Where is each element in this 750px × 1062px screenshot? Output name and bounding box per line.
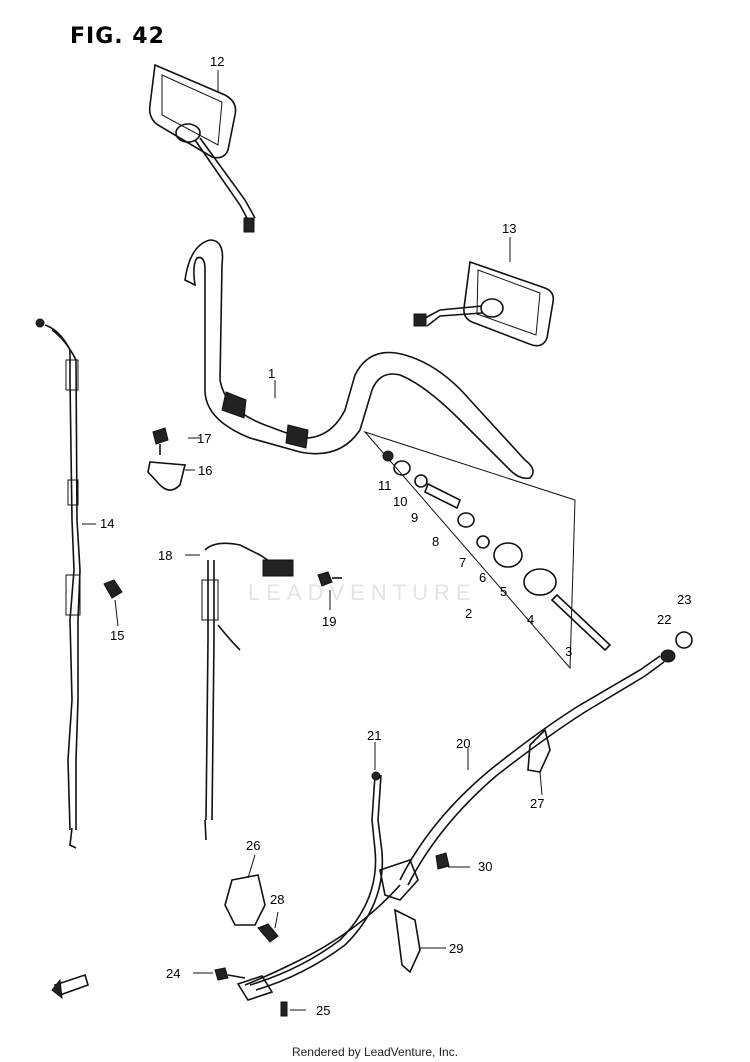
callout-11: 11 — [378, 478, 392, 493]
callout-20: 20 — [456, 736, 470, 751]
callout-16: 16 — [198, 463, 212, 478]
clutch-cable[interactable] — [399, 649, 676, 886]
callout-14: 14 — [100, 516, 114, 531]
callout-29: 29 — [449, 941, 463, 956]
figure-title: FIG. 42 — [70, 24, 165, 49]
bracket-27[interactable] — [527, 728, 551, 773]
callout-30: 30 — [478, 859, 492, 874]
callout-6: 6 — [479, 570, 486, 585]
bracket-26[interactable] — [224, 874, 266, 926]
callout-28: 28 — [270, 892, 284, 907]
callout-18: 18 — [158, 548, 172, 563]
callout-21: 21 — [367, 728, 381, 743]
callout-9: 9 — [411, 510, 418, 525]
choke-cable[interactable] — [201, 542, 294, 841]
callout-4: 4 — [527, 612, 534, 627]
pin-25[interactable] — [280, 1001, 288, 1017]
callout-12: 12 — [210, 54, 224, 69]
handlebar[interactable] — [184, 239, 534, 480]
bolt-17[interactable] — [152, 427, 169, 455]
callout-15: 15 — [110, 628, 124, 643]
screw-15[interactable] — [103, 579, 123, 599]
throttle-cable[interactable] — [35, 318, 81, 849]
callout-27: 27 — [530, 796, 544, 811]
callout-24: 24 — [166, 966, 180, 981]
bolt-28[interactable] — [257, 923, 279, 943]
handlebar-clamp-parts[interactable] — [382, 450, 612, 652]
watermark: LEADVENTURE — [248, 580, 477, 605]
bolt-24[interactable] — [214, 967, 246, 981]
footer-credit: Rendered by LeadVenture, Inc. — [291, 1045, 459, 1059]
callout-26: 26 — [246, 838, 260, 853]
callout-10: 10 — [393, 494, 407, 509]
callout-2: 2 — [465, 606, 472, 621]
callout-17: 17 — [197, 431, 211, 446]
callout-8: 8 — [432, 534, 439, 549]
callout-7: 7 — [459, 555, 466, 570]
front-direction-icon — [51, 973, 89, 1000]
bracket-16[interactable] — [147, 461, 187, 491]
cover-23[interactable] — [675, 631, 693, 649]
mirror-right[interactable] — [413, 260, 555, 347]
brake-cable[interactable] — [236, 771, 401, 1001]
screw-19[interactable] — [317, 571, 342, 587]
callout-19: 19 — [322, 614, 336, 629]
callout-23: 23 — [677, 592, 691, 607]
callout-22: 22 — [657, 612, 671, 627]
callout-1: 1 — [268, 366, 275, 381]
callout-13: 13 — [502, 221, 516, 236]
callout-5: 5 — [500, 584, 507, 599]
mirror-left[interactable] — [148, 63, 256, 233]
mount-plate[interactable] — [379, 859, 419, 901]
callout-3: 3 — [565, 644, 572, 659]
callout-25: 25 — [316, 1003, 330, 1018]
bolt-30[interactable] — [435, 852, 450, 870]
bracket-29[interactable] — [394, 908, 421, 974]
